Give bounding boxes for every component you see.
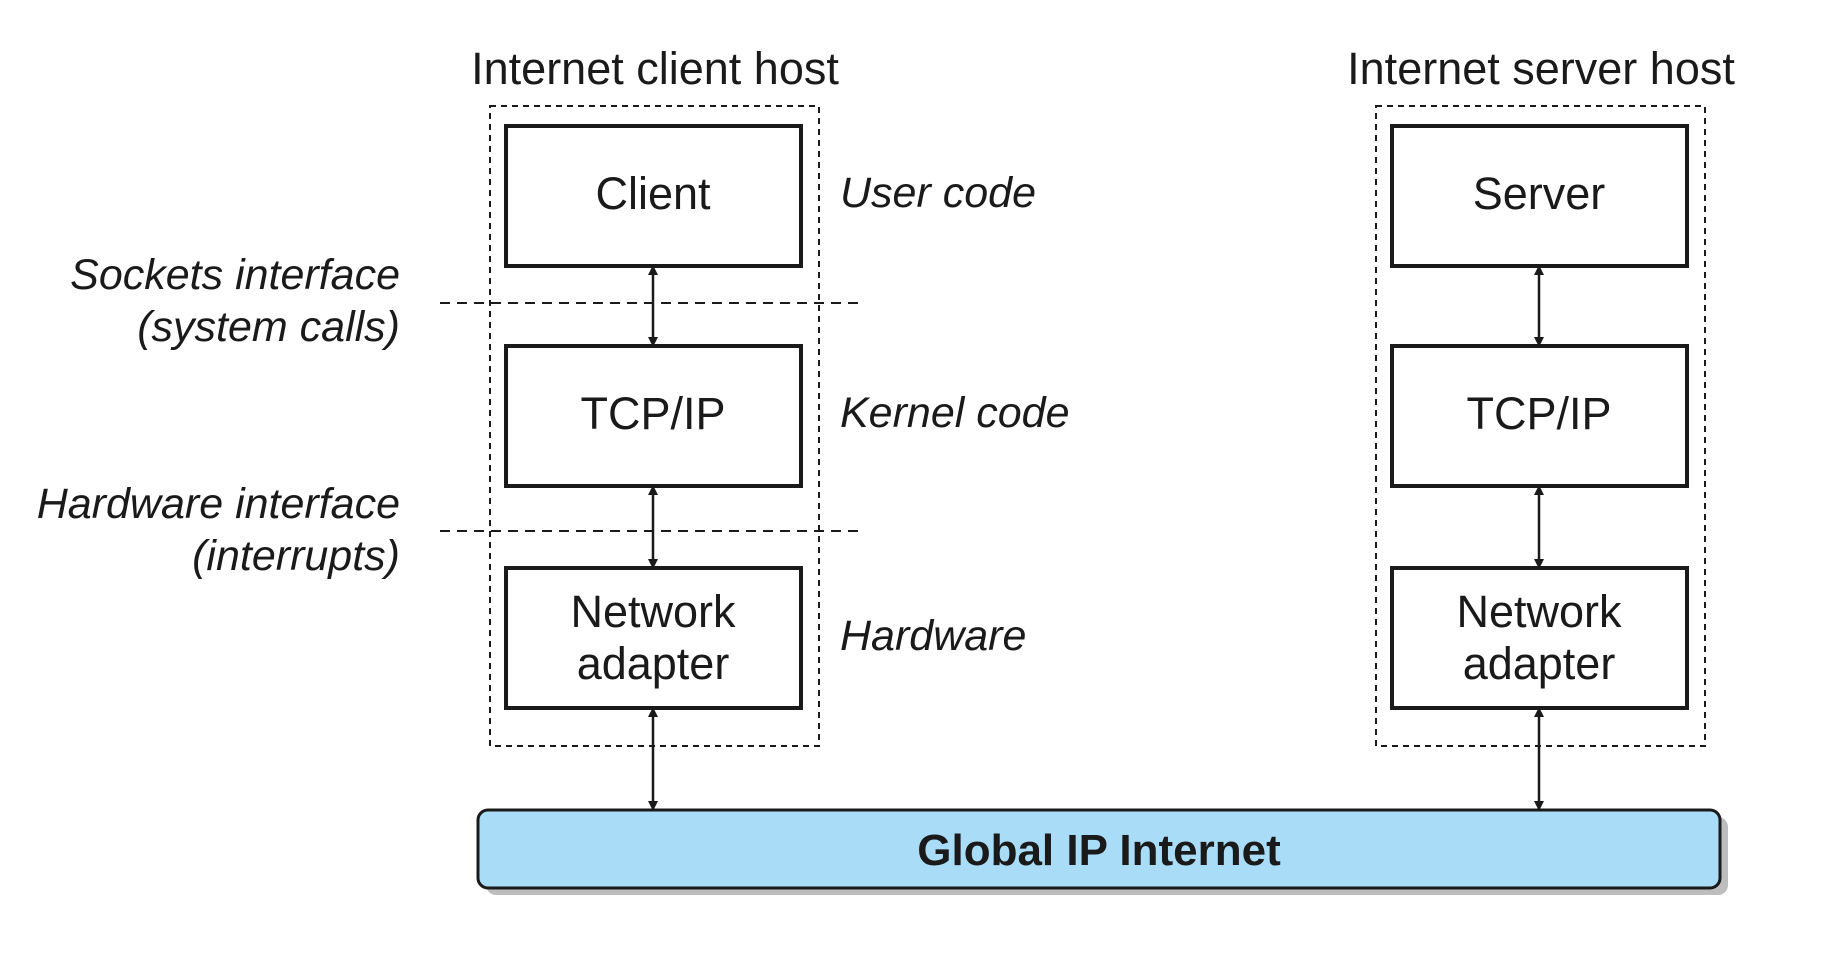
client-network-adapter-box: Network adapter bbox=[504, 566, 803, 710]
hardware-interface-label: Hardware interface bbox=[37, 480, 400, 528]
server-tcpip-label: TCP/IP bbox=[1466, 388, 1611, 439]
client-app-box: Client bbox=[504, 124, 803, 268]
server-app-box: Server bbox=[1390, 124, 1689, 268]
sockets-interface-sublabel: (system calls) bbox=[137, 303, 400, 351]
global-internet-label: Global IP Internet bbox=[917, 826, 1281, 875]
sockets-interface-label: Sockets interface bbox=[70, 251, 400, 299]
client-tcpip-label: TCP/IP bbox=[580, 388, 725, 439]
server-app-label: Server bbox=[1473, 168, 1606, 219]
user-code-label: User code bbox=[840, 169, 1036, 217]
client-adapter-label-line1: Network bbox=[570, 586, 736, 637]
banner-body bbox=[476, 808, 1722, 890]
server-adapter-label-line2: adapter bbox=[1463, 638, 1616, 689]
server-host-title: Internet server host bbox=[1347, 43, 1735, 94]
client-app-label: Client bbox=[595, 168, 711, 219]
server-tcpip-box: TCP/IP bbox=[1390, 344, 1689, 488]
client-adapter-label-line2: adapter bbox=[577, 638, 730, 689]
hardware-interface-sublabel: (interrupts) bbox=[192, 532, 400, 580]
server-network-adapter-box: Network adapter bbox=[1390, 566, 1689, 710]
global-internet-banner: Global IP Internet bbox=[476, 808, 1728, 895]
hardware-label: Hardware bbox=[840, 612, 1026, 660]
client-tcpip-box: TCP/IP bbox=[504, 344, 803, 488]
client-host-title: Internet client host bbox=[471, 43, 839, 94]
kernel-code-label: Kernel code bbox=[840, 389, 1070, 437]
server-adapter-label-line1: Network bbox=[1456, 586, 1622, 637]
